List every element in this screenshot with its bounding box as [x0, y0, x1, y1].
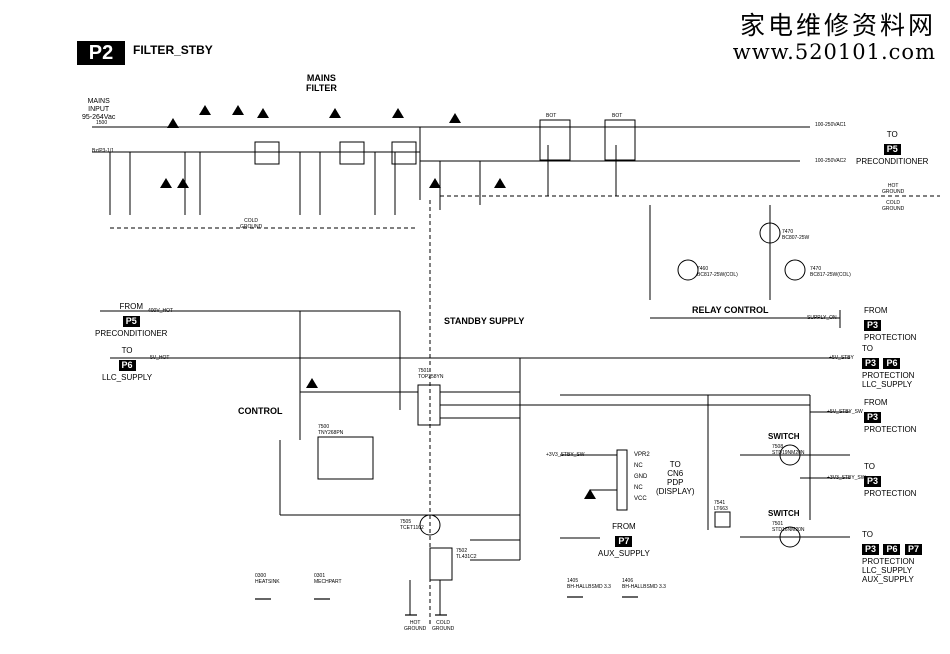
mount1-label: 1405 BH-HALLBSMD 3.3	[567, 578, 611, 590]
ref-to-p6-llc[interactable]: TO P6 LLC_SUPPLY	[102, 346, 153, 382]
tl431-label: 7502 TL431C2	[456, 548, 477, 560]
ref-to-p3-p6-p7[interactable]: TO P3 P6 P7 PROTECTION LLC_SUPPLY AUX_SU…	[862, 530, 922, 584]
page-badge: P2	[77, 41, 125, 65]
control-label: CONTROL	[238, 406, 283, 416]
switch1-label: SWITCH	[768, 432, 800, 441]
ref-to-cn6-pdp[interactable]: TO CN6 PDP (DISPLAY)	[656, 460, 695, 496]
heatsink-label: 0300 HEATSINK	[255, 573, 280, 585]
switch-q1-label: 7508 STD19NM20N	[772, 444, 805, 456]
connector-pin-1: VPR2	[634, 452, 650, 458]
signal-5v-stby-sw: +5V_STBY_SW	[827, 409, 863, 415]
q1-label: 7460 BC817-25W(COL)	[697, 266, 738, 278]
ref-to-p3-p6[interactable]: TO P3 P6 PROTECTION LLC_SUPPLY	[862, 344, 915, 389]
ic-ctrl-label: 7500 TNY268PN	[318, 424, 344, 436]
ref-from-p3-protection-top[interactable]: FROM P3 PROTECTION	[864, 306, 917, 342]
watermark-chinese: 家电维修资料网	[739, 11, 936, 40]
q2-label: 7470 BC817-25W(COL)	[810, 266, 851, 278]
signal-5v-stby: +5V_STBY	[829, 355, 854, 361]
mount2-label: 1406 BH-HALLBSMD 3.3	[622, 578, 666, 590]
mains-input-label: MAINS INPUT 95-264Vac	[82, 98, 116, 121]
signal-3v3-stby-sw: +3V3_STBY_SW	[546, 452, 585, 458]
signal-supply-on: SUPPLY_ON	[807, 315, 837, 321]
mechpart-label: 0301 MECHPART	[314, 573, 342, 585]
switch-q2-label: 7501 STD16NM20N	[772, 521, 805, 533]
ic-stby-label: 7501 TOP258YN	[418, 368, 444, 380]
relay-control-label: RELAY CONTROL	[692, 305, 769, 315]
cold-ground-right-label: COLD GROUND	[882, 200, 905, 212]
ref-from-p5-preconditioner[interactable]: FROM P5 PRECONDITIONER	[95, 302, 168, 338]
relay2-label: BOT	[612, 113, 623, 119]
q3-label: 7470 BC807-25W	[782, 229, 810, 241]
signal-vac1: 100-250VAC1	[815, 122, 847, 128]
signal-3v3-stby-sw-right: +3V3_STBY_SW	[827, 475, 866, 481]
mains-filter-label: MAINS FILTER	[306, 73, 337, 93]
connector-pin-2: NC	[634, 463, 643, 469]
fuse-label: 1500	[96, 120, 108, 126]
varistor-label: Bz/P3-1/1	[92, 148, 114, 154]
cold-ground-bottom-label: COLD GROUND	[432, 620, 455, 632]
connector-pin-3: GND	[634, 474, 648, 480]
page-title: FILTER_STBY	[133, 43, 213, 57]
hot-ground-right-label: HOT GROUND	[882, 183, 905, 195]
hot-ground-bottom-label: HOT GROUND	[404, 620, 427, 632]
cold-ground-label: COLD GROUND	[240, 218, 263, 230]
standby-supply-label: STANDBY SUPPLY	[444, 316, 525, 326]
ref-to-p5-preconditioner[interactable]: TO P5 PRECONDITIONER	[856, 130, 929, 166]
opto-label: 7505 TCET1102	[400, 519, 424, 531]
regulator-label: 7541 LT663	[714, 500, 728, 512]
connector-pin-4: NC	[634, 485, 643, 491]
switch2-label: SWITCH	[768, 509, 800, 518]
ref-from-p7-aux[interactable]: FROM P7 AUX_SUPPLY	[598, 522, 650, 558]
ref-to-p3-protection[interactable]: TO P3 PROTECTION	[864, 462, 917, 498]
watermark-url: www.520101.com	[732, 40, 936, 64]
ref-from-p3-protection-mid[interactable]: FROM P3 PROTECTION	[864, 398, 917, 434]
relay1-label: BOT	[546, 113, 557, 119]
signal-vac2: 100-250VAC2	[815, 158, 847, 164]
signal-5v-hot: 5V_HOT	[150, 355, 170, 361]
signal-400v-hot: 400V_HOT	[148, 308, 174, 314]
connector-pin-5: VCC	[634, 496, 647, 502]
